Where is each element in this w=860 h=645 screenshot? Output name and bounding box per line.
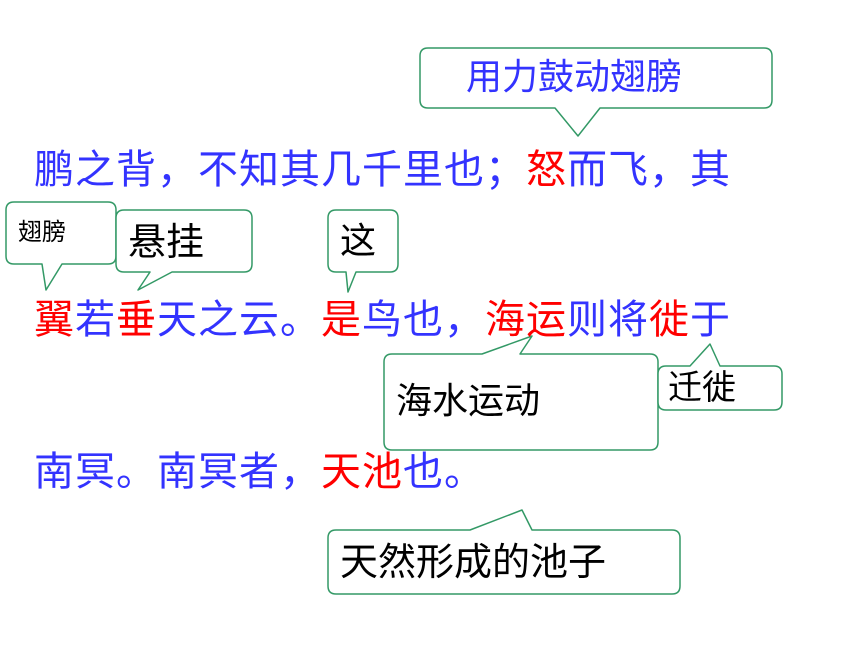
callout-bubble-chui [115,209,253,291]
highlight-tianchi: 天池 [321,449,403,495]
highlight-haiyun: 海运 [485,297,567,343]
note-shi: 这 [340,221,377,262]
passage-line-2: 翼若垂天之云。是鸟也，海运则将徙于 [34,296,731,344]
callout-bubble-yi [5,201,117,291]
highlight-shi: 是 [321,297,362,343]
text-segment: 天之云。 [157,297,321,343]
text-segment: 鹏之背，不知其几千里也； [34,147,526,193]
text-segment: 南冥。南冥者， [34,449,321,495]
callout-bubble-haiyun [383,335,659,451]
highlight-yi: 翼 [34,297,75,343]
callout-bubble-tianchi [327,509,681,595]
text-segment: 而飞，其 [567,147,731,193]
note-nu: 用力鼓动翅膀 [466,57,683,98]
note-tianchi: 天然形成的池子 [340,540,607,584]
note-xi: 迁徙 [668,368,736,408]
note-yi: 翅膀 [18,218,66,246]
highlight-nu: 怒 [526,147,567,193]
highlight-chui: 垂 [116,297,157,343]
highlight-xi: 徙 [649,297,690,343]
text-segment: 若 [75,297,116,343]
note-chui: 悬挂 [128,220,205,264]
text-segment: 于 [690,297,731,343]
passage-line-1: 鹏之背，不知其几千里也；怒而飞，其 [34,146,731,194]
callout-bubble-xi [657,343,783,411]
text-segment: 也。 [403,449,485,495]
note-haiyun: 海水运动 [396,381,541,422]
callout-bubble-nu [419,47,773,137]
callout-bubble-shi [327,209,399,293]
text-segment: 鸟也， [362,297,485,343]
text-segment: 则将 [567,297,649,343]
passage-line-3: 南冥。南冥者，天池也。 [34,448,485,496]
